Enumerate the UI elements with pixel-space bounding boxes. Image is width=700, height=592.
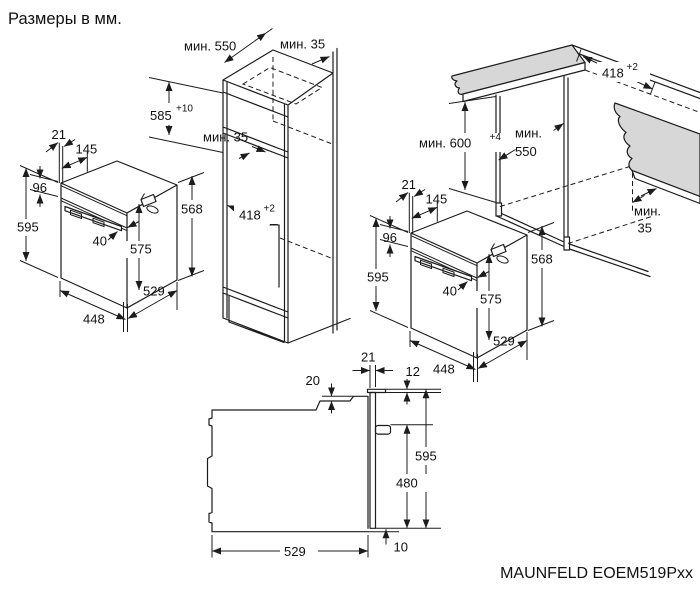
worktop-panel — [451, 44, 586, 95]
leader-rear-gap-1 — [251, 145, 266, 153]
arrow-front-gap-l — [45, 142, 59, 153]
dim-panel-height: 96 — [33, 180, 47, 195]
dim-height-side: 595 — [415, 449, 437, 464]
dim-body-height: 568 — [531, 252, 553, 267]
arrow-front-gap-r — [413, 188, 426, 197]
oven-isometric-left: 21 145 96 595 40 575 448 529 568 — [13, 127, 205, 332]
dim-handle-depth: 40 — [93, 234, 107, 249]
dim-niche-height-min: мин. 600 — [419, 136, 471, 151]
door-panel — [369, 391, 377, 529]
dim-top-step: 20 — [306, 373, 320, 388]
dim-depth-min: мин. 550 — [184, 39, 236, 54]
dim-line-depth — [477, 340, 528, 369]
model-name: MAUNFELD EOEM519Pxx — [500, 565, 693, 582]
dim-cutout-depth-tol: +2 — [627, 62, 639, 73]
oven-notch-edge — [490, 243, 495, 250]
dim-depth-word: мин. — [515, 126, 542, 141]
side-profile-drawing: 21 20 12 595 480 529 10 — [206, 350, 447, 561]
dim-line-width — [409, 340, 476, 370]
dim-height: 595 — [17, 220, 39, 235]
leader-side-gap-1 — [640, 188, 657, 197]
dim-rear-height: 480 — [396, 476, 418, 491]
dim-door-height: 575 — [130, 242, 152, 257]
dim-bottom-gap: 10 — [394, 540, 408, 555]
dim-line-top-depth — [61, 156, 88, 169]
adjacent-panel — [613, 102, 700, 198]
dim-front-gap: 21 — [402, 177, 416, 192]
leader-wall-gap — [311, 56, 330, 65]
cabinet-outline — [222, 47, 351, 344]
dim-handle-depth: 40 — [443, 284, 457, 299]
arrow-front-gap-l — [395, 192, 409, 203]
dim-width: 448 — [83, 312, 105, 327]
dim-top-depth: 145 — [76, 142, 98, 157]
dim-height: 595 — [367, 270, 389, 285]
dim-niche-height-tol: +4 — [490, 132, 502, 143]
dim-rear-gap-min: мин. 35 — [203, 130, 248, 145]
dim-cutout-depth: 418 — [602, 66, 624, 81]
dim-lower-niche-tol: +2 — [264, 204, 276, 215]
dim-line-depth — [127, 290, 178, 319]
page-title: Размеры в мм. — [8, 10, 122, 28]
dim-width: 448 — [433, 362, 455, 377]
side-handle-slot — [146, 205, 159, 214]
side-handle-slot — [496, 255, 509, 264]
hidden-lines — [499, 69, 700, 244]
dim-wall-gap-min: мин. 35 — [280, 37, 325, 52]
dim-niche-height: 585 — [150, 108, 172, 123]
dim-door-thickness: 21 — [361, 350, 375, 365]
dim-lower-niche: 418 — [239, 208, 261, 223]
leader-depth-1 — [553, 123, 564, 132]
oven-notch-edge — [140, 193, 145, 200]
profile-outline — [206, 395, 369, 533]
dim-side-gap-value: 35 — [638, 221, 652, 236]
oven-isometric-right: 21 145 96 595 40 575 448 529 568 — [363, 177, 555, 382]
handle-mounts — [420, 259, 455, 278]
oven-vent-notch — [490, 243, 507, 258]
dim-niche-height-tol: +10 — [176, 104, 193, 115]
dim-panel-height: 96 — [383, 230, 397, 245]
door-top-cap — [366, 388, 387, 394]
dim-depth-side: 529 — [284, 544, 306, 559]
dim-depth: 529 — [143, 284, 165, 299]
base-extension-lines — [448, 49, 656, 203]
adjacent-panel-band — [631, 169, 700, 205]
leader-depth-2 — [498, 149, 516, 161]
door-handle-side — [374, 424, 392, 435]
dim-line-depth-min — [224, 32, 267, 63]
leader-side-gap-2 — [632, 194, 645, 203]
leader-rear-gap-2 — [238, 152, 250, 161]
oven-vent-notch — [140, 193, 157, 208]
handle-mounts — [70, 209, 105, 228]
dim-line-top-depth — [411, 206, 438, 219]
dim-door-height: 575 — [480, 292, 502, 307]
dim-depth-value: 550 — [515, 144, 537, 159]
column-cabinet-drawing: мин. 550 мин. 35 585 +10 мин. 35 418 +2 — [146, 28, 351, 344]
arrow-handle-1 — [457, 281, 468, 291]
cabinet-extension-lines — [148, 28, 273, 153]
dim-body-height: 568 — [181, 202, 203, 217]
dim-front-gap: 21 — [52, 127, 66, 142]
dim-side-gap-word: мин. — [634, 204, 661, 219]
dim-top-depth: 145 — [426, 192, 448, 207]
arrow-handle-1 — [107, 231, 118, 241]
dim-top-offset: 12 — [406, 364, 420, 379]
dim-line-width — [59, 290, 126, 320]
arrow-front-gap-r — [63, 138, 76, 147]
dim-depth: 529 — [493, 334, 515, 349]
base-cabinet-drawing: 418 +2 мин. 600 +4 мин. 550 мин. 35 — [415, 44, 700, 278]
